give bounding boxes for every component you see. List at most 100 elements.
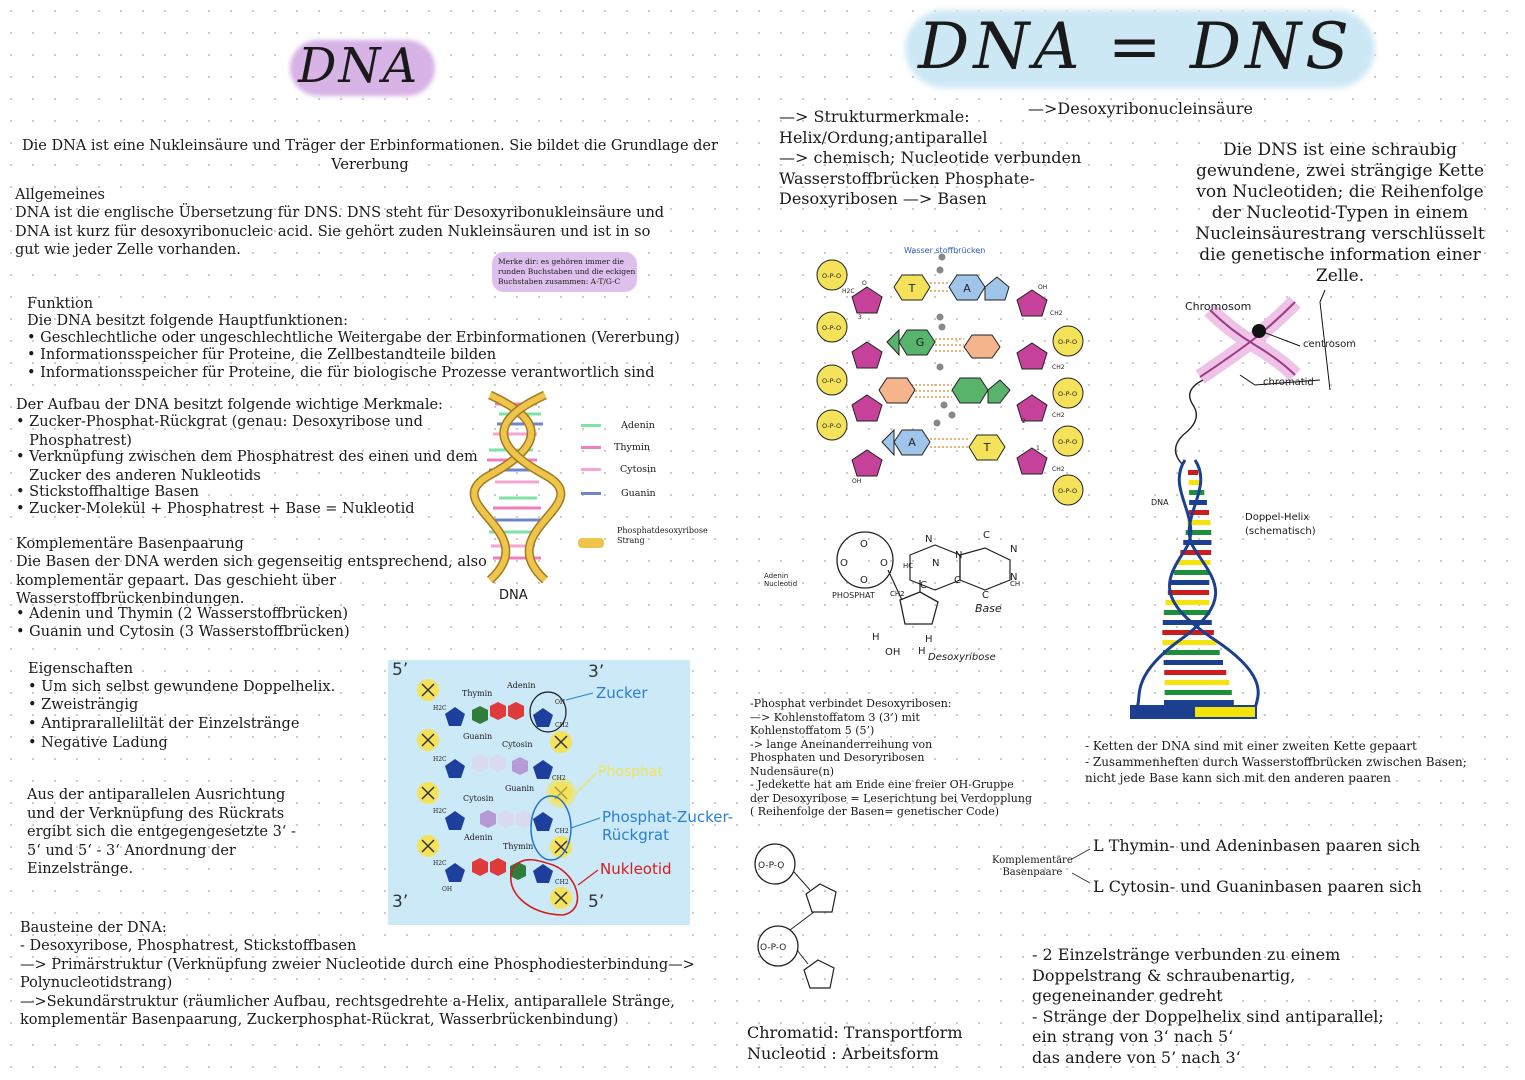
atom: O (860, 539, 868, 550)
base-T (968, 434, 1006, 461)
helix-rung (1163, 700, 1234, 705)
title-left-highlight (290, 40, 435, 96)
atom: CH2 (1050, 310, 1063, 317)
base-cytosin (480, 810, 496, 828)
merke-box (492, 252, 637, 292)
wasser-label: Wasser stoffbrücken (904, 246, 985, 255)
helix-rung (1163, 660, 1224, 665)
atom: C (983, 530, 990, 541)
strand-label: Thymin (503, 842, 534, 851)
helix-rung (1173, 570, 1210, 575)
strand-label: Guanin (505, 784, 535, 793)
strand-label: Adenin (507, 681, 536, 690)
atom: H (872, 632, 880, 643)
base-label: Base (975, 602, 1002, 615)
base-thymin (472, 706, 488, 724)
base-adenin (472, 858, 488, 876)
funktion-item: • Informationsspeicher für Proteine, die… (27, 365, 655, 381)
basenpaarung-item: • Guanin und Cytosin (3 Wasserstoffbrück… (16, 624, 350, 640)
strand-end-label: 5’ (392, 660, 409, 680)
helix-rung (1188, 510, 1210, 515)
ketten-text: - Ketten der DNA sind mit einer zweiten … (1085, 739, 1467, 785)
legend-swatch-adenin (581, 424, 601, 427)
atom: OH (852, 478, 861, 485)
atom: OH (885, 647, 900, 658)
aufbau-item: • Zucker-Molekül + Phosphatrest + Base =… (16, 501, 415, 517)
annot-rueckgrat: Phosphat-Zucker- Rückgrat (602, 808, 734, 844)
base-cytosin (512, 757, 528, 775)
legend-swatch-strang (578, 538, 604, 548)
strand-small-label: CH2 (555, 828, 569, 835)
nukleotid-outline (510, 858, 579, 916)
atom: CH (1010, 580, 1020, 588)
strand-small-label: CH2 (552, 775, 566, 782)
helix-rung (1187, 520, 1211, 525)
atom: CH2 (1052, 466, 1065, 473)
double-helix (1162, 470, 1234, 705)
atom: HC (903, 562, 913, 570)
phosphat-text: -Phosphat verbindet Desoxyribosen: —> Ko… (750, 697, 1032, 818)
chromosome-label: Chromosom (1185, 300, 1252, 313)
base-A (948, 274, 986, 301)
p-label: O-P-O (822, 377, 841, 385)
helix-illustration (469, 390, 566, 584)
base-guanin (472, 754, 488, 772)
legend-label: Thymin (614, 442, 650, 453)
strand-small-label: H2C (433, 705, 447, 712)
strand-small-label: H2C (433, 756, 447, 763)
page-title-right: DNA = DNS (918, 10, 1353, 84)
phosphat-highlight (546, 778, 576, 808)
strand-label: Cytosin (463, 794, 494, 803)
helix-caption: DNA (499, 588, 528, 603)
helix-rung (1162, 640, 1217, 645)
centrosom-dot (1252, 324, 1266, 338)
atom: C (982, 590, 989, 601)
basenpaarung-heading: Komplementäre Basenpaarung (16, 536, 244, 552)
base-T (893, 274, 931, 301)
aufbau-item: • Verknüpfung zwischen dem Phosphatrest … (16, 449, 478, 484)
merke-text: Merke dir: es gehören immer die runden B… (498, 257, 636, 286)
atom: 1 (1036, 445, 1040, 452)
helix-rung (1165, 600, 1210, 605)
sugar-right (533, 708, 553, 883)
strand-label: Adenin (464, 833, 493, 842)
strand-small-label: H2C (433, 860, 447, 867)
helix-rung (1167, 590, 1210, 595)
komplementaer-label: Komplementäre Basenpaare (992, 855, 1073, 878)
eigenschaften-item: • Um sich selbst gewundene Doppelhelix. (28, 679, 336, 695)
sugar-left (445, 707, 465, 882)
base-G (951, 377, 989, 404)
chromosome-helix-illustration (1130, 289, 1331, 719)
annot-phosphat: Phosphat (598, 764, 664, 780)
molecule-diagram: Wasser stoffbrücken O-P-O O-P-O O-P-O O-… (816, 246, 1084, 506)
eigenschaften-item: • Zweisträngig (28, 697, 139, 713)
page-title-left: DNA (298, 38, 420, 94)
paar-item: L Thymin- und Adeninbasen paaren sich (1093, 836, 1421, 855)
allgemeines-text: DNA ist die englische Übersetzung für DN… (15, 205, 665, 258)
atom: N (925, 534, 932, 545)
dna-label: DNA (1151, 498, 1169, 507)
atom: C (920, 580, 927, 591)
chromatid-label: chromatid (1263, 377, 1314, 388)
atom: CH2 (1052, 412, 1065, 419)
intro-text: Die DNA ist eine Nukleinsäure und Träger… (22, 138, 718, 173)
nucleotide-chain-sketch: O-P-O O-P-O (754, 843, 837, 989)
phosphat-label: PHOSPHAT (832, 591, 875, 600)
strand-label: Guanin (463, 732, 493, 741)
aufbau-heading: Der Aufbau der DNA besitzt folgende wich… (16, 397, 443, 413)
helix-rung (1164, 670, 1227, 675)
funktion-intro: Die DNA besitzt folgende Hauptfunktionen… (27, 313, 349, 329)
aufbau-item: • Stickstoffhaltige Basen (16, 484, 199, 500)
p-label: O-P-O (760, 943, 786, 953)
helix-legend: Adenin Thymin Cytosin Guanin Phosphatdes… (578, 418, 718, 553)
funktion-item: • Geschlechtliche oder ungeschlechtliche… (27, 330, 680, 346)
p-label: O-P-O (1058, 487, 1077, 495)
legend-label: Phosphatdesoxyribose Strang (617, 526, 708, 545)
atom: 3 (858, 314, 862, 321)
base-letter: A (963, 282, 971, 295)
atom: N (1010, 544, 1017, 555)
bausteine-line: —> Primärstruktur (Verknüpfung zweier Nu… (20, 957, 695, 973)
atom: O (860, 575, 868, 586)
allgemeines-heading: Allgemeines (15, 187, 105, 203)
strand-small-label: CH2 (555, 879, 569, 886)
